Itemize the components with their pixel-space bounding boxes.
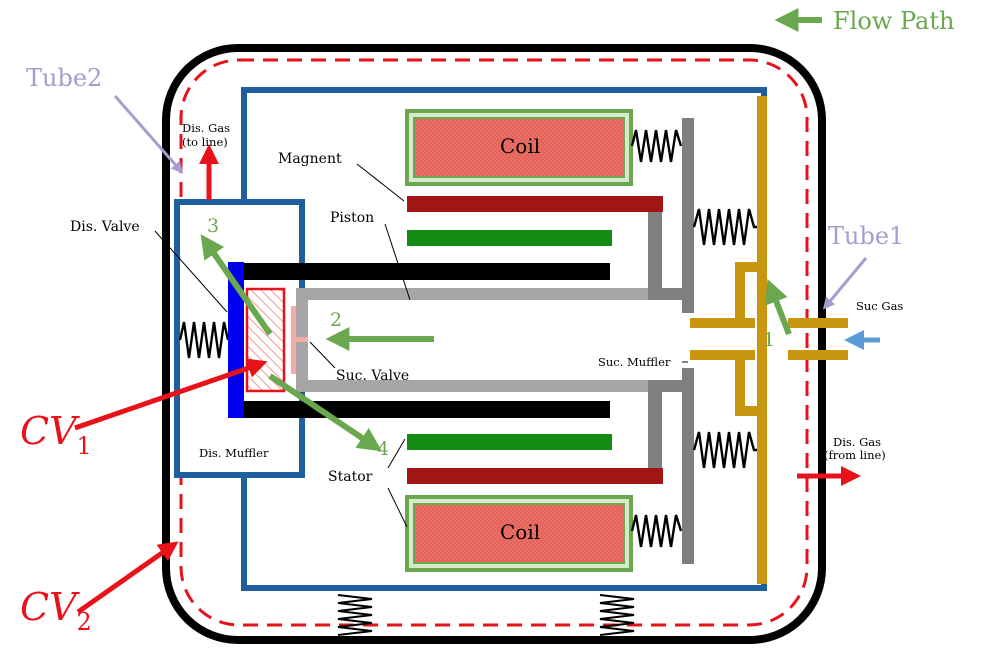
spring-top-coil — [630, 129, 683, 163]
piston-leader — [384, 223, 411, 301]
tube1-label: Tube1 — [828, 222, 904, 250]
magnet-leader — [356, 163, 405, 202]
cv2-pointer-arrow — [76, 541, 179, 615]
piston-label: Piston — [330, 210, 374, 226]
spring-lower-right — [692, 431, 762, 469]
tube2-pointer-arrow — [113, 95, 184, 174]
flow-number-3: 3 — [207, 215, 219, 237]
suc-muffler-label: Suc. Muffler — [598, 355, 671, 369]
suc-valve-leader — [309, 341, 336, 369]
magnet-bottom — [407, 468, 663, 484]
cylinder-wall-bottom — [244, 401, 610, 418]
dis-valve-label: Dis. Valve — [70, 219, 140, 235]
dis-valve-leader — [154, 230, 228, 313]
dis-gas-from-line-label-1: Dis. Gas — [833, 435, 881, 449]
cv2-label: CV2 — [20, 585, 92, 636]
stator-leader-top — [387, 438, 406, 469]
stator-leader-bottom — [387, 487, 408, 528]
spring-upper-right — [692, 208, 762, 246]
dis-muffler-label: Dis. Muffler — [199, 446, 269, 460]
magnet-label: Magnent — [278, 151, 342, 167]
dis-gas-to-line-label-2: (to line) — [182, 135, 228, 149]
stator-top — [407, 230, 612, 246]
magnet-top — [407, 196, 663, 212]
cv1-pointer-arrow — [74, 358, 268, 431]
flow-arrow-1 — [765, 279, 792, 336]
dis-gas-from-line-label-2: (from line) — [824, 448, 886, 462]
dis-gas-to-line-label-1: Dis. Gas — [182, 121, 230, 135]
outer-shell — [162, 44, 826, 644]
mount-spring-left — [337, 594, 373, 636]
flow-number-1: 1 — [763, 329, 775, 351]
spring-discharge-valve — [178, 321, 230, 359]
spring-bottom-coil — [630, 514, 683, 548]
stator-label: Stator — [328, 469, 373, 485]
flow-arrow-4 — [268, 373, 382, 452]
cv1-label: CV1 — [20, 409, 92, 460]
suction-valve — [291, 306, 308, 374]
control-volume-2-boundary — [179, 58, 809, 627]
cylinder-wall-top — [244, 263, 610, 280]
tube2-label: Tube2 — [26, 64, 102, 92]
suction-tube — [690, 96, 848, 584]
coil-bottom — [405, 495, 633, 572]
suc-gas-label: Suc Gas — [856, 299, 903, 313]
suc-valve-label: Suc. Valve — [336, 368, 409, 384]
coil-top-label: Coil — [500, 134, 540, 158]
flow-number-2: 2 — [330, 309, 342, 331]
flow-path-label: Flow Path — [833, 7, 954, 35]
spring-plate — [648, 118, 694, 564]
stator-bottom — [407, 434, 612, 450]
flow-arrow-3 — [200, 234, 273, 336]
coil-top — [405, 109, 633, 186]
flow-number-4: 4 — [377, 438, 389, 460]
tube1-pointer-arrow — [822, 257, 868, 310]
mount-spring-right — [599, 594, 635, 636]
discharge-valve-plate — [228, 262, 244, 418]
coil-bottom-label: Coil — [500, 520, 540, 544]
